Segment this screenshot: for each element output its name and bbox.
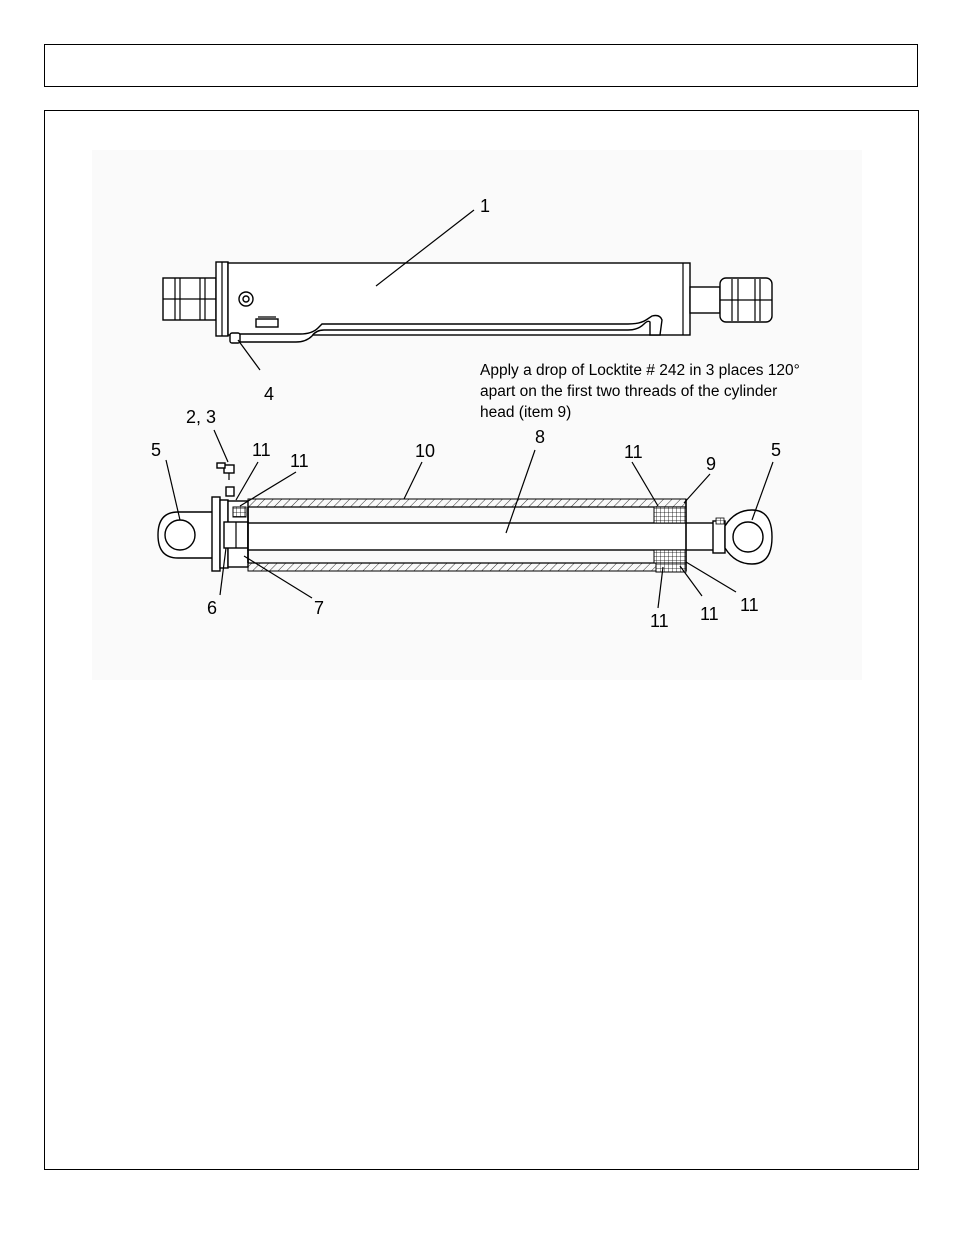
callout-11-f: 11 <box>740 595 759 615</box>
callout-11-c: 11 <box>624 442 643 462</box>
note-line-3: head (item 9) <box>480 404 571 421</box>
callout-5-right: 5 <box>771 440 781 460</box>
callout-7: 7 <box>314 598 324 618</box>
note-line-1: Apply a drop of Locktite # 242 in 3 plac… <box>480 362 800 379</box>
callout-6: 6 <box>207 598 217 618</box>
callout-11-d: 11 <box>650 611 669 631</box>
callout-1: 1 <box>480 196 490 216</box>
callout-8: 8 <box>535 427 545 447</box>
callout-10: 10 <box>415 441 435 461</box>
callout-9: 9 <box>706 454 716 474</box>
note-line-2: apart on the first two threads of the cy… <box>480 383 777 400</box>
callout-5-left: 5 <box>151 440 161 460</box>
callout-11-b: 11 <box>290 451 309 471</box>
callout-11-e: 11 <box>700 604 719 624</box>
cylinder-external-view <box>163 262 772 343</box>
callout-4: 4 <box>264 384 274 404</box>
callout-11-a: 11 <box>252 440 271 460</box>
callout-2-3: 2, 3 <box>186 407 216 427</box>
